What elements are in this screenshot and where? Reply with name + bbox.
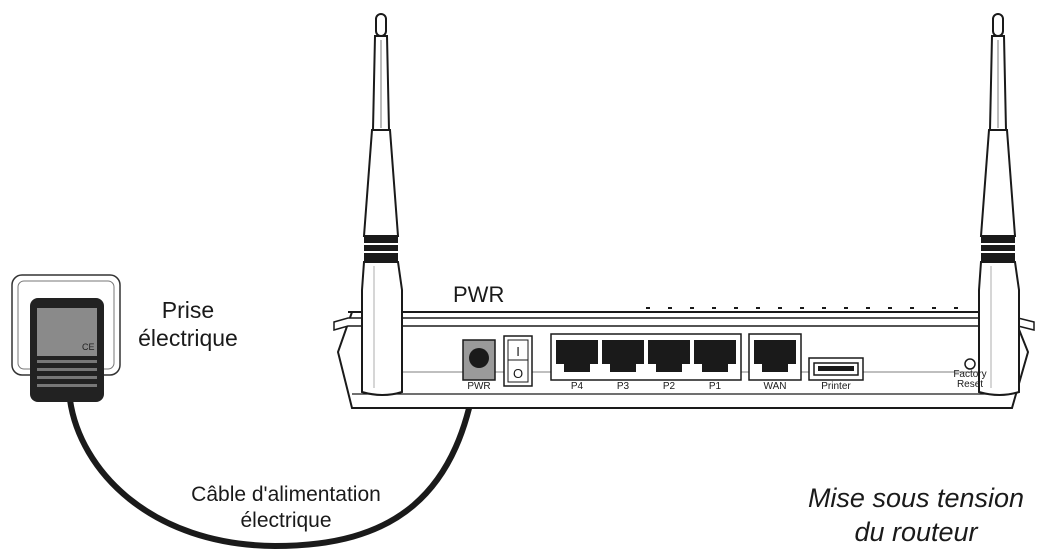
power-adapter: CE [30, 298, 104, 402]
switch-on-symbol: I [516, 344, 520, 359]
usb-printer-port [808, 357, 864, 381]
lan-port-p4 [556, 340, 598, 372]
port-label-p1: P1 [708, 381, 722, 392]
wan-port [748, 333, 802, 381]
factory-reset-line1: Factory [953, 369, 987, 380]
antenna-left [361, 13, 403, 396]
switch-off-symbol: O [513, 366, 523, 381]
port-label-factory-reset: Factory Reset [946, 370, 994, 390]
factory-reset-line2: Reset [956, 379, 984, 390]
lan-port-p2 [648, 340, 690, 372]
port-label-printer: Printer [821, 381, 851, 392]
port-label-p2: P2 [662, 381, 676, 392]
caption-line1: Mise sous tension [807, 483, 1025, 513]
outlet-label-line2: électrique [138, 325, 238, 351]
port-label-wan: WAN [763, 381, 787, 392]
cable-label-line2: électrique [240, 509, 332, 532]
outlet-label-line1: Prise [161, 297, 215, 323]
port-label-p4: P4 [570, 381, 584, 392]
antenna-right [978, 13, 1020, 396]
ce-mark: CE [82, 342, 95, 352]
caption-line2: du routeur [854, 517, 978, 547]
cable-label-line1: Câble d'alimentation [191, 483, 381, 506]
port-label-pwr: PWR [467, 381, 491, 392]
power-jack [462, 339, 496, 381]
cable-label: Câble d'alimentation électrique [176, 482, 396, 534]
diagram-caption: Mise sous tension du routeur [796, 481, 1036, 549]
power-switch: I O [503, 335, 533, 387]
factory-reset-button [964, 358, 976, 370]
lan-port-p3 [602, 340, 644, 372]
port-label-p3: P3 [616, 381, 630, 392]
pwr-label: PWR [453, 282, 505, 307]
outlet-label: Prise électrique [128, 296, 248, 352]
lan-port-block [550, 333, 742, 381]
power-cable [67, 355, 481, 550]
lan-port-p1 [694, 340, 736, 372]
